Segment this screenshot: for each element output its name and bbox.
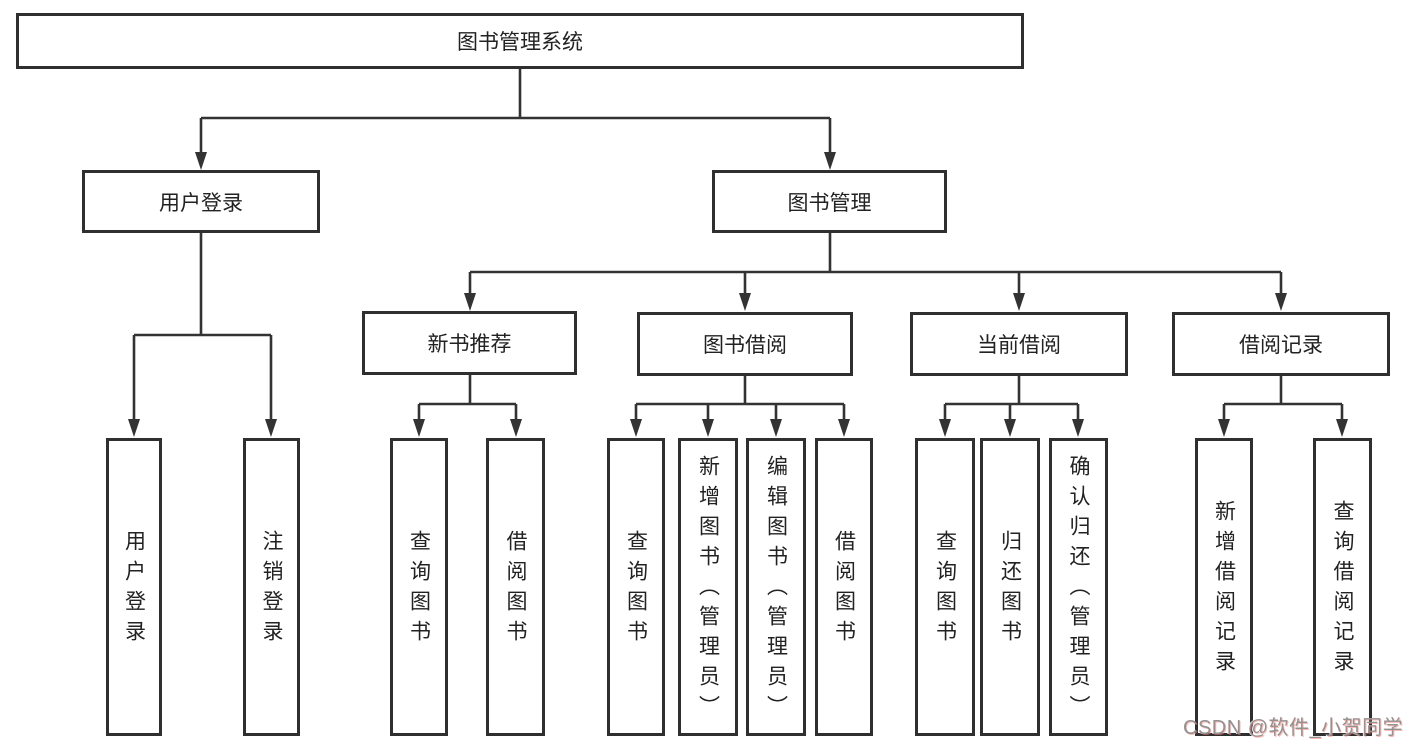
leaf-return-books-label: 归还图书 — [998, 530, 1022, 650]
leaf-borrow-books-borrowing: 借阅图书 — [815, 438, 873, 736]
leaf-query-borrow-record: 查询借阅记录 — [1313, 438, 1372, 736]
node-new-book-recommend: 新书推荐 — [362, 311, 577, 375]
wire-borrowing-children — [634, 376, 846, 421]
leaf-add-book-admin-label: 新增图书（管理员） — [696, 455, 720, 725]
leaf-user-login-label: 用户登录 — [122, 530, 146, 650]
wire-user-login-children — [132, 233, 273, 421]
leaf-borrow-books-recommend: 借阅图书 — [486, 438, 545, 736]
leaf-add-borrow-record: 新增借阅记录 — [1195, 438, 1253, 736]
leaf-confirm-return-admin: 确认归还（管理员） — [1049, 438, 1108, 736]
wire-root-to-level2 — [199, 69, 832, 153]
node-current-borrowing: 当前借阅 — [910, 312, 1128, 376]
watermark: CSDN @软件_小贺同学 — [1183, 717, 1404, 739]
leaf-add-book-admin: 新增图书（管理员） — [678, 438, 738, 736]
leaf-query-books-borrowing-label: 查询图书 — [624, 530, 648, 650]
leaf-edit-book-admin: 编辑图书（管理员） — [746, 438, 806, 736]
node-user-login-label: 用户登录 — [159, 191, 243, 215]
leaf-edit-book-admin-label: 编辑图书（管理员） — [764, 455, 788, 725]
node-book-management: 图书管理 — [712, 170, 947, 233]
node-library-system-label: 图书管理系统 — [457, 31, 583, 54]
wire-book-mgmt-to-level3 — [468, 233, 1283, 295]
wire-records-children — [1222, 376, 1344, 421]
node-borrowing-records: 借阅记录 — [1172, 312, 1390, 376]
leaf-query-books-recommend: 查询图书 — [390, 438, 448, 736]
leaf-query-books-current: 查询图书 — [915, 438, 975, 736]
leaf-confirm-return-admin-label: 确认归还（管理员） — [1067, 455, 1090, 725]
leaf-logout-label: 注销登录 — [260, 530, 283, 650]
node-new-book-recommend-label: 新书推荐 — [427, 333, 512, 356]
leaf-add-borrow-record-label: 新增借阅记录 — [1212, 500, 1236, 680]
leaf-query-borrow-record-label: 查询借阅记录 — [1331, 500, 1354, 680]
node-current-borrowing-label: 当前借阅 — [977, 334, 1061, 357]
arrowheads — [128, 152, 1348, 437]
leaf-query-books-current-label: 查询图书 — [933, 530, 957, 650]
leaf-logout: 注销登录 — [243, 438, 300, 736]
node-book-borrowing-label: 图书借阅 — [703, 334, 787, 357]
wire-current-children — [943, 376, 1080, 421]
node-borrowing-records-label: 借阅记录 — [1239, 334, 1323, 357]
node-user-login: 用户登录 — [82, 170, 320, 233]
leaf-borrow-books-recommend-label: 借阅图书 — [504, 530, 527, 650]
leaf-user-login: 用户登录 — [106, 438, 162, 736]
wire-recommend-children — [417, 375, 518, 421]
leaf-borrow-books-borrowing-label: 借阅图书 — [832, 530, 856, 650]
leaf-return-books: 归还图书 — [980, 438, 1040, 736]
node-book-borrowing: 图书借阅 — [637, 312, 853, 376]
node-book-management-label: 图书管理 — [787, 191, 872, 215]
leaf-query-books-borrowing: 查询图书 — [607, 438, 665, 736]
leaf-query-books-recommend-label: 查询图书 — [407, 530, 431, 650]
node-library-system: 图书管理系统 — [16, 13, 1024, 69]
